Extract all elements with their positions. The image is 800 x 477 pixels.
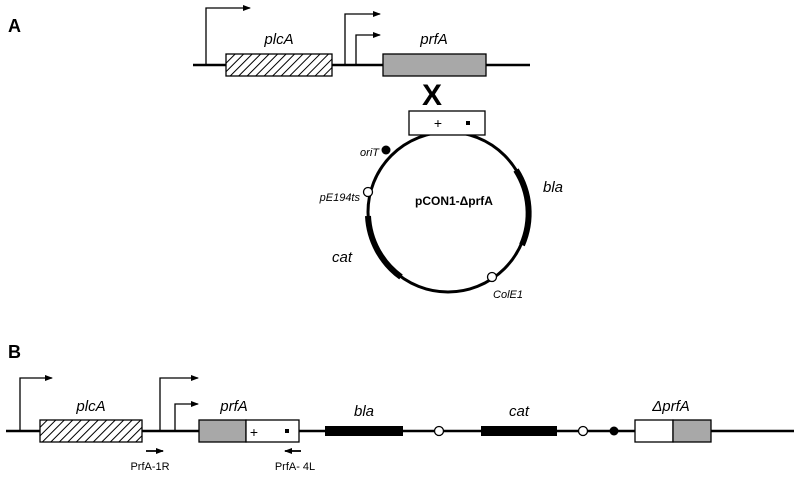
prfA-white-part — [245, 419, 300, 443]
cat-label-a: cat — [332, 249, 353, 266]
ColE1-circle — [486, 271, 498, 283]
cat-label-b: cat — [509, 403, 530, 420]
bla-box-b — [325, 426, 403, 436]
prfA-gray-part — [198, 419, 247, 443]
panel-a-label: A — [8, 16, 21, 36]
promoter-arrow-icon — [159, 375, 199, 431]
pE194ts-label: pE194ts — [319, 192, 361, 204]
bla-segment — [513, 168, 532, 247]
plcA-box-a — [225, 53, 333, 77]
delta-prfA-white-part — [634, 419, 674, 443]
bla-label-a: bla — [543, 179, 563, 196]
primer-forward-label: PrfA-1R — [130, 461, 169, 473]
prfA-label-b: prfA — [219, 398, 248, 415]
promoter-arrow-icon — [355, 32, 381, 65]
promoter-arrow-icon — [19, 375, 53, 431]
primer-reverse-label: PrfA- 4L — [275, 461, 315, 473]
oriT-dot — [381, 145, 391, 155]
plcA-label-a: plcA — [263, 31, 293, 48]
plus-sign-b: + — [250, 424, 258, 440]
panel-b: B plcA prfA + bla cat ΔprfA PrfA-1R — [6, 342, 794, 473]
promoter-arrow-icon — [205, 5, 251, 65]
ColE1-circle-b — [433, 425, 445, 437]
panel-b-label: B — [8, 342, 21, 362]
promoter-arrow-icon — [344, 11, 381, 65]
ColE1-label: ColE1 — [493, 289, 523, 301]
panel-a: A plcA prfA X + oriT pE194ts ColE1 bla — [8, 5, 563, 301]
delta-prfA-label: ΔprfA — [651, 398, 690, 415]
pE194ts-circle-b — [577, 425, 589, 437]
cat-box-b — [481, 426, 557, 436]
delta-prfA-gray-part — [672, 419, 712, 443]
prfA-label-a: prfA — [419, 31, 448, 48]
promoter-arrow-icon — [174, 401, 199, 431]
plasmid-name: pCON1-ΔprfA — [415, 194, 493, 208]
plcA-label-b: plcA — [75, 398, 105, 415]
insert-box — [408, 110, 486, 136]
dot-mark — [466, 121, 470, 125]
dot-mark-b — [285, 429, 289, 433]
oriT-dot-b — [609, 426, 619, 436]
plus-sign: + — [434, 115, 442, 131]
bla-label-b: bla — [354, 403, 374, 420]
oriT-label: oriT — [360, 147, 380, 159]
prfA-box-a — [382, 53, 487, 77]
plcA-box-b — [39, 419, 143, 443]
pE194ts-circle — [362, 186, 374, 198]
crossover-symbol: X — [422, 79, 442, 112]
cat-segment — [365, 215, 403, 280]
